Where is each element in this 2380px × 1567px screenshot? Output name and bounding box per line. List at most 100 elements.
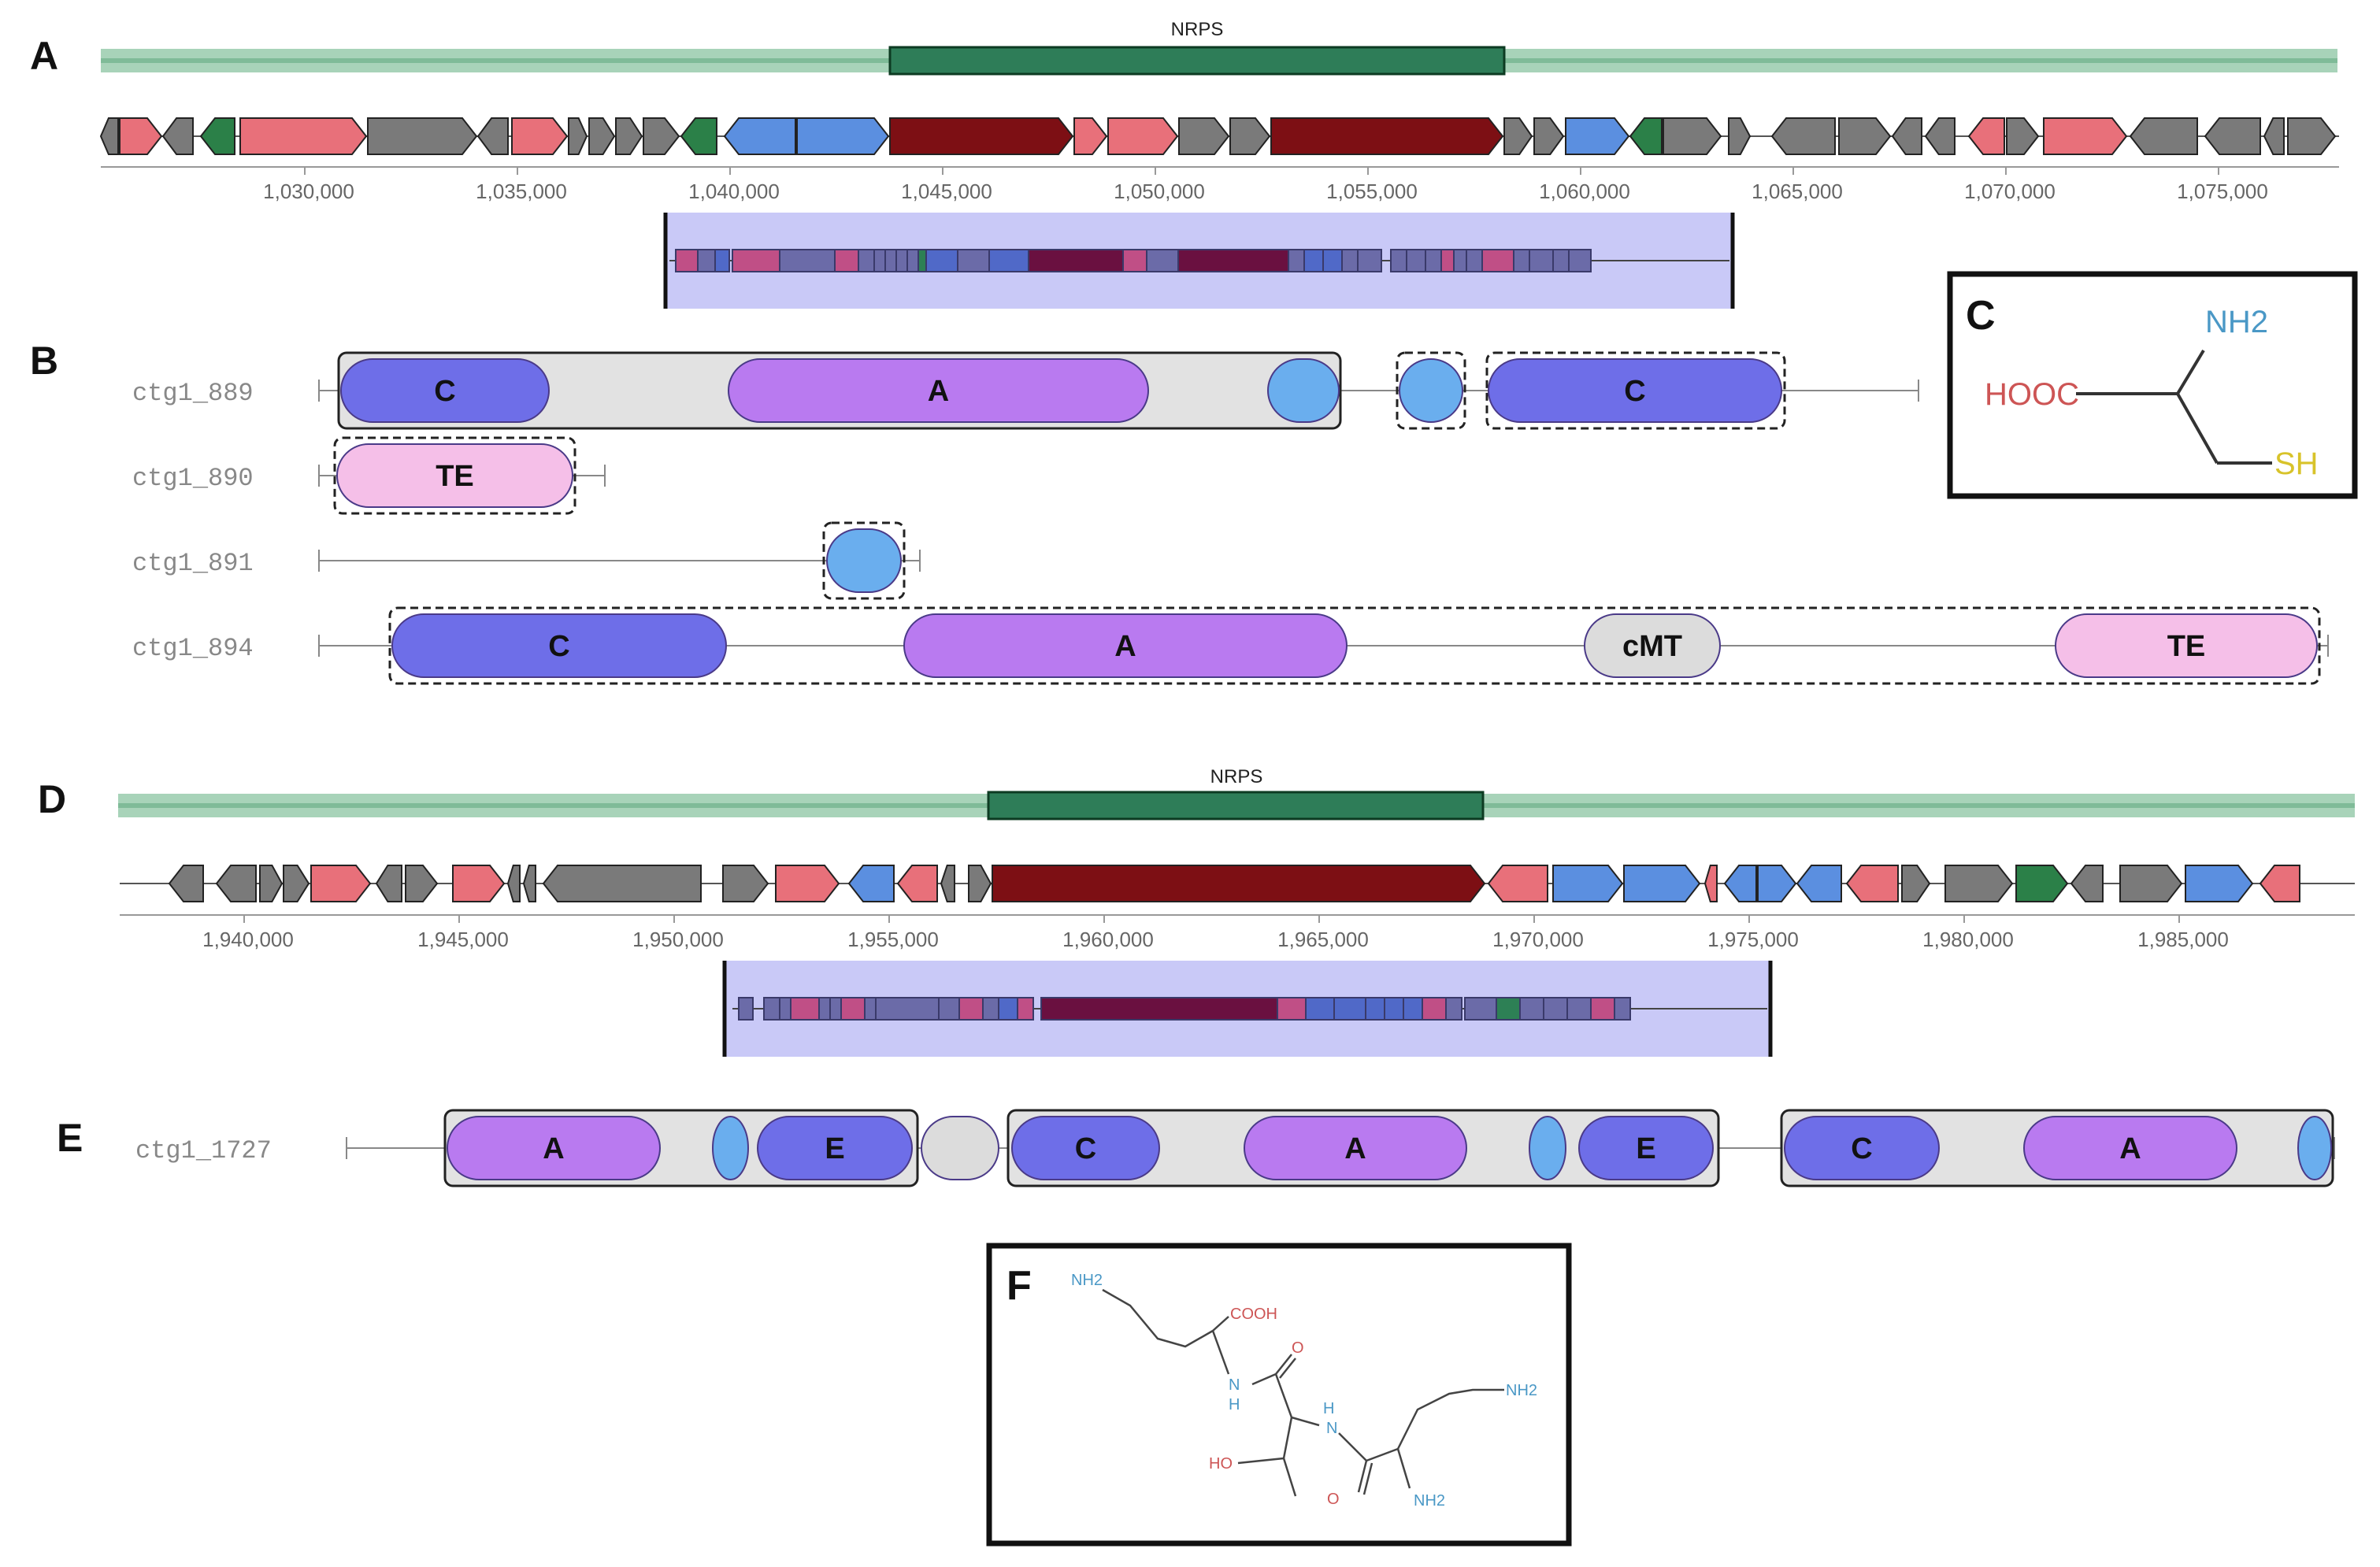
gene-arrow <box>1796 865 1842 902</box>
domain-label: C <box>1851 1132 1872 1165</box>
gene-arrow <box>1924 117 1956 155</box>
bond-network-f <box>1102 1288 1504 1497</box>
bond-chain-f1 <box>1102 1288 1214 1348</box>
strip-domain <box>1177 249 1289 272</box>
gene-arrow <box>2259 865 2300 902</box>
bond-chain-f15 <box>1396 1388 1504 1450</box>
strip-domain <box>1357 249 1382 272</box>
gene-arrow <box>310 865 372 902</box>
domain-pcp <box>712 1116 749 1180</box>
strip-domain <box>906 249 919 272</box>
axis-tick-label: 1,985,000 <box>2137 928 2229 951</box>
domain-a <box>728 358 1149 423</box>
gene-arrow <box>680 117 717 155</box>
structure-frame-f <box>986 1243 1572 1547</box>
gene-arrow <box>1552 865 1624 902</box>
strip-domain <box>1365 997 1385 1021</box>
strip-domain <box>1425 249 1442 272</box>
domain-label: TE <box>2167 630 2206 663</box>
region-type-label-d: NRPS <box>1210 766 1263 787</box>
strip-domain <box>1552 249 1570 272</box>
amide-h-2-f: H <box>1323 1400 1334 1417</box>
domain-pcp <box>826 528 902 593</box>
gene-arrow <box>506 865 521 902</box>
gene-arrow <box>2185 865 2254 902</box>
bond-f11 <box>1338 1432 1367 1461</box>
axis-tick-label: 1,060,000 <box>1539 180 1630 203</box>
panel-label-b: B <box>30 339 58 383</box>
gene-arrow <box>1623 865 1701 902</box>
strip-domain <box>875 997 940 1021</box>
gene-arrow <box>367 117 478 155</box>
amide-h-1-f: H <box>1229 1396 1240 1413</box>
gene-arrow <box>375 865 402 902</box>
strip-domain <box>1614 997 1631 1021</box>
axis-tick-label: 1,950,000 <box>632 928 724 951</box>
region-bar-a: NRPS <box>101 19 2337 76</box>
region-core-a <box>888 46 1506 76</box>
bond-c2 <box>2176 349 2205 395</box>
domain-a <box>903 613 1348 678</box>
strip-domain <box>1568 249 1592 272</box>
strip-domain <box>675 249 699 272</box>
gene-arrow <box>896 865 938 902</box>
strip-domain <box>1513 249 1530 272</box>
domain-label: A <box>2119 1132 2141 1165</box>
strip-domain <box>818 997 831 1021</box>
gene-arrow <box>522 865 536 902</box>
domain-pcp <box>2297 1116 2332 1180</box>
carboxyl-group-c: HOOC <box>1985 377 2079 412</box>
domain-label: E <box>825 1132 844 1165</box>
strip-domain <box>1305 997 1335 1021</box>
domain-a <box>447 1116 661 1180</box>
axis-tick-label: 1,075,000 <box>2177 180 2268 203</box>
gene-arrow <box>476 117 509 155</box>
amide-n-1-f: N <box>1229 1376 1240 1394</box>
gene-arrow <box>940 865 955 902</box>
gene-arrow <box>1891 117 1922 155</box>
gene-arrow <box>1270 117 1504 155</box>
strip-domain <box>1390 249 1407 272</box>
bond-f7 <box>1291 1416 1320 1427</box>
gene-arrow <box>99 117 119 155</box>
domain-cmt <box>1584 613 1721 678</box>
strip-domain <box>938 997 960 1021</box>
strip-domain <box>858 249 875 272</box>
bond-f2 <box>1212 1316 1229 1332</box>
amine-top-f: NH2 <box>1071 1272 1103 1289</box>
bond-f12 <box>1357 1460 1368 1493</box>
amine-group-c: NH2 <box>2205 305 2268 339</box>
gene-arrow <box>1663 117 1722 155</box>
gene-arrow <box>239 117 368 155</box>
strip-domain <box>895 249 908 272</box>
domain-a <box>1244 1116 1467 1180</box>
gene-arrow <box>1967 117 2005 155</box>
panel-label-f: F <box>1006 1263 1032 1309</box>
gene-name-label: ctg1_891 <box>132 549 254 578</box>
gene-arrow <box>1845 865 1899 902</box>
strip-domain <box>958 997 984 1021</box>
domain-pcp <box>1399 358 1463 423</box>
gene-arrow <box>1703 865 1718 902</box>
strip-domain <box>1566 997 1592 1021</box>
module-box-dashed <box>822 521 906 600</box>
domain-label: A <box>1344 1132 1366 1165</box>
panel-label-d: D <box>38 777 66 821</box>
gene-arrow <box>2070 865 2104 902</box>
bond-f14 <box>1396 1448 1411 1489</box>
axis-tick-label: 1,070,000 <box>1964 180 2056 203</box>
axis-tick-label: 1,965,000 <box>1277 928 1369 951</box>
axis-tick-label: 1,045,000 <box>901 180 992 203</box>
gene-name-label: ctg1_889 <box>132 379 254 408</box>
strip-domain <box>1453 249 1467 272</box>
axis-tick-label: 1,040,000 <box>688 180 780 203</box>
strip-domain <box>925 249 958 272</box>
gene-arrow <box>405 865 439 902</box>
strip-domain <box>697 249 716 272</box>
gene-arrow <box>643 117 680 155</box>
gene-arrow <box>1770 117 1836 155</box>
strip-domain <box>779 249 836 272</box>
strip-domain <box>790 997 820 1021</box>
